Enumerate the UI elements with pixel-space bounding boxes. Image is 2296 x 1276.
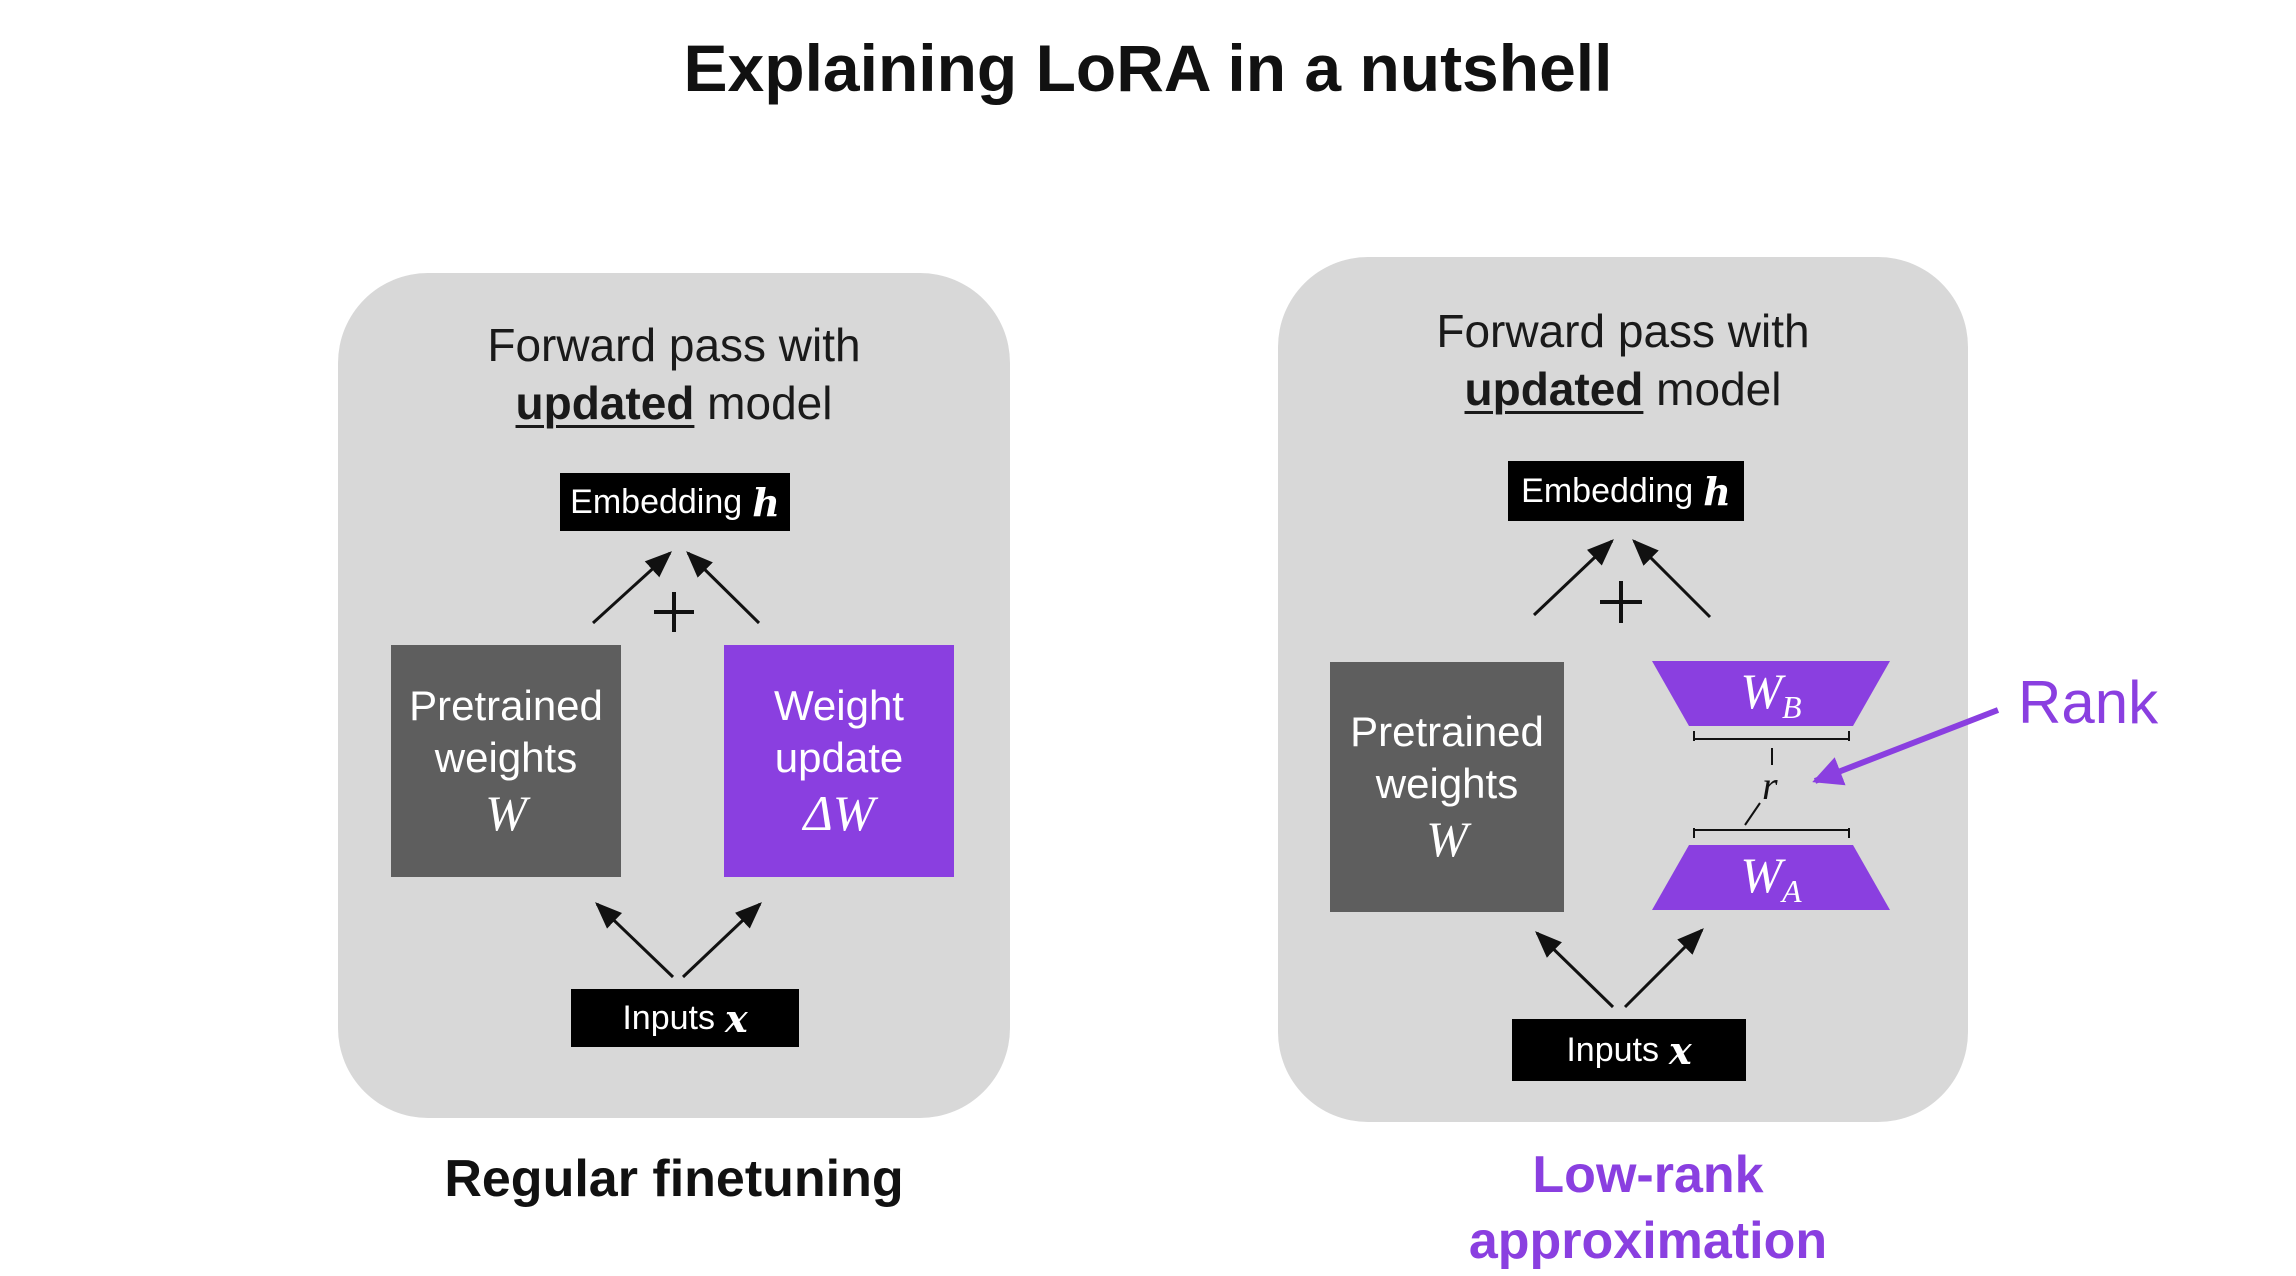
left-forward-line2: updated model <box>374 374 974 432</box>
left-inputs-label: Inputs <box>622 998 715 1037</box>
wa-subscript: A <box>1782 873 1802 909</box>
left-embedding-label: Embedding <box>570 482 743 521</box>
rank-label: Rank <box>2018 669 2159 736</box>
wa-trapezoid <box>1652 845 1890 910</box>
right-forward-line2: updated model <box>1323 360 1923 418</box>
left-arrow-to-embedding-a <box>591 551 672 625</box>
left-forward-pass-text: Forward pass with updated model <box>374 316 974 432</box>
left-model-word: model <box>694 377 833 429</box>
right-pretrained-symbol: W <box>1426 811 1468 867</box>
weight-update-symbol: ΔW <box>803 785 875 841</box>
page-title: Explaining LoRA in a nutshell <box>683 31 1613 105</box>
left-pretrained-symbol: W <box>485 785 527 841</box>
weight-update-block: Weight update ΔW <box>724 645 954 877</box>
right-pretrained-line2: weights <box>1375 760 1519 807</box>
weight-update-line1: Weight <box>774 682 904 729</box>
wb-subscript: B <box>1782 689 1802 725</box>
left-forward-line1: Forward pass with <box>487 319 861 371</box>
right-forward-line1: Forward pass with <box>1436 305 1810 357</box>
right-inputs-symbol: x <box>1668 1027 1692 1073</box>
wa-symbol: W <box>1740 847 1783 903</box>
left-updated-word: updated <box>515 377 695 429</box>
rank-r-symbol: r <box>1762 763 1778 808</box>
wb-symbol: W <box>1740 663 1783 719</box>
left-arrow-from-inputs-b <box>681 902 762 979</box>
rank-dash-slant <box>1744 802 1761 826</box>
left-embedding-symbol: h <box>752 479 780 525</box>
wa-label: WA <box>1691 846 1851 910</box>
rank-pointer-arrow <box>1812 707 2000 786</box>
left-pretrained-line1: Pretrained <box>409 682 603 729</box>
left-arrow-from-inputs-a <box>595 902 675 979</box>
right-updated-word: updated <box>1464 363 1644 415</box>
low-rank-caption-line1: Low-rank <box>1532 1146 1764 1204</box>
wb-trapezoid <box>1652 661 1890 726</box>
weight-update-line2: update <box>774 734 904 781</box>
right-embedding-symbol: h <box>1703 468 1731 514</box>
right-arrow-to-embedding-a <box>1532 539 1614 617</box>
low-rank-caption: Low-rank approximation <box>1348 1142 1948 1274</box>
right-inputs-label: Inputs <box>1566 1030 1659 1069</box>
left-pretrained-weights-block: Pretrained weights W <box>391 645 621 877</box>
right-embedding-label: Embedding <box>1521 471 1694 510</box>
right-arrow-to-embedding-b <box>1632 539 1712 619</box>
wb-label: WB <box>1691 662 1851 726</box>
left-arrow-to-embedding-b <box>686 551 761 625</box>
right-forward-pass-text: Forward pass with updated model <box>1323 302 1923 418</box>
right-arrow-from-inputs-a <box>1535 931 1615 1009</box>
right-pretrained-line1: Pretrained <box>1350 708 1544 755</box>
right-pretrained-weights-block: Pretrained weights W <box>1330 662 1564 912</box>
right-arrow-from-inputs-b <box>1623 928 1704 1009</box>
left-pretrained-line2: weights <box>434 734 578 781</box>
left-inputs-symbol: x <box>724 995 748 1041</box>
low-rank-caption-line2: approximation <box>1468 1212 1828 1270</box>
right-model-word: model <box>1643 363 1782 415</box>
regular-finetuning-caption: Regular finetuning <box>444 1150 904 1208</box>
